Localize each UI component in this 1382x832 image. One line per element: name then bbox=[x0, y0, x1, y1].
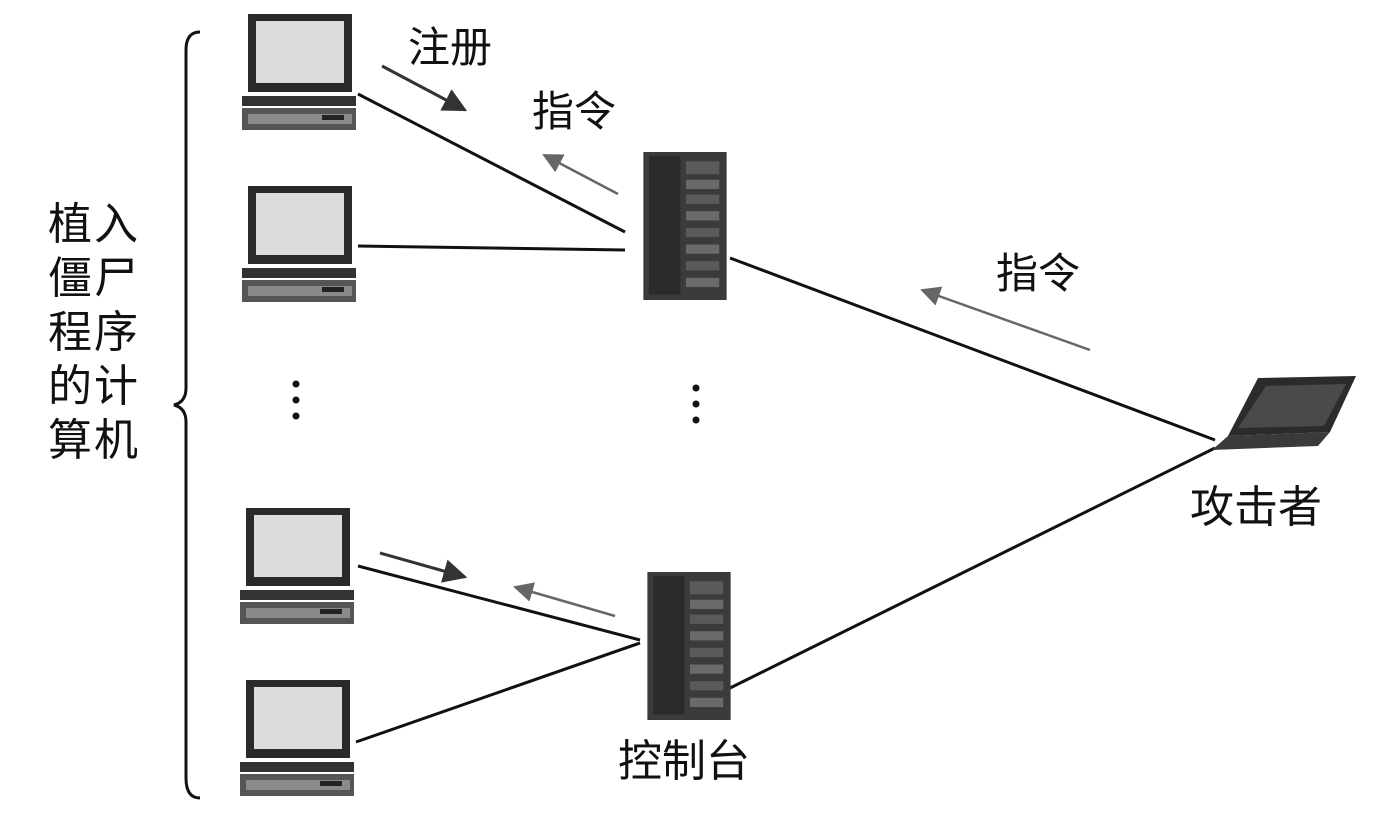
command-arrow-top bbox=[542, 153, 619, 196]
attacker-label: 攻击者 bbox=[1190, 482, 1322, 533]
attacker-laptop-icon bbox=[1212, 376, 1356, 450]
zombie-computers-label: 植入 僵尸 程序 的计 算机 bbox=[48, 198, 158, 468]
link-server2-attacker bbox=[729, 446, 1216, 690]
link-server1-attacker bbox=[729, 256, 1216, 442]
more-servers-ellipsis bbox=[692, 384, 700, 424]
command-label-top: 指令 bbox=[532, 87, 616, 136]
control-server-1 bbox=[643, 152, 727, 300]
zombie-computer-3 bbox=[240, 508, 354, 624]
zombie-label-line-3: 程序 bbox=[48, 307, 140, 358]
zombie-label-line-2: 僵尸 bbox=[48, 253, 140, 304]
link-pc1-server1 bbox=[357, 92, 626, 234]
command-arrow-right bbox=[920, 286, 1091, 352]
zombie-computer-2 bbox=[242, 186, 356, 302]
zombie-label-line-1: 植入 bbox=[48, 199, 140, 250]
register-label: 注册 bbox=[408, 23, 492, 72]
register-arrow-lower bbox=[379, 551, 468, 583]
link-pc2-server1 bbox=[357, 244, 626, 252]
zombie-group-brace bbox=[173, 30, 201, 800]
control-server-2 bbox=[647, 572, 731, 720]
link-pc3-server2 bbox=[357, 564, 641, 642]
console-label: 控制台 bbox=[618, 736, 750, 787]
command-arrow-lower bbox=[513, 582, 616, 618]
zombie-computer-1 bbox=[242, 14, 356, 130]
command-label-right: 指令 bbox=[996, 249, 1080, 298]
link-pc4-server2 bbox=[355, 641, 641, 744]
more-computers-ellipsis bbox=[292, 380, 300, 420]
zombie-computer-4 bbox=[240, 680, 354, 796]
zombie-label-line-4: 的计 bbox=[48, 361, 140, 412]
zombie-label-line-5: 算机 bbox=[48, 415, 140, 466]
register-arrow bbox=[381, 64, 468, 112]
